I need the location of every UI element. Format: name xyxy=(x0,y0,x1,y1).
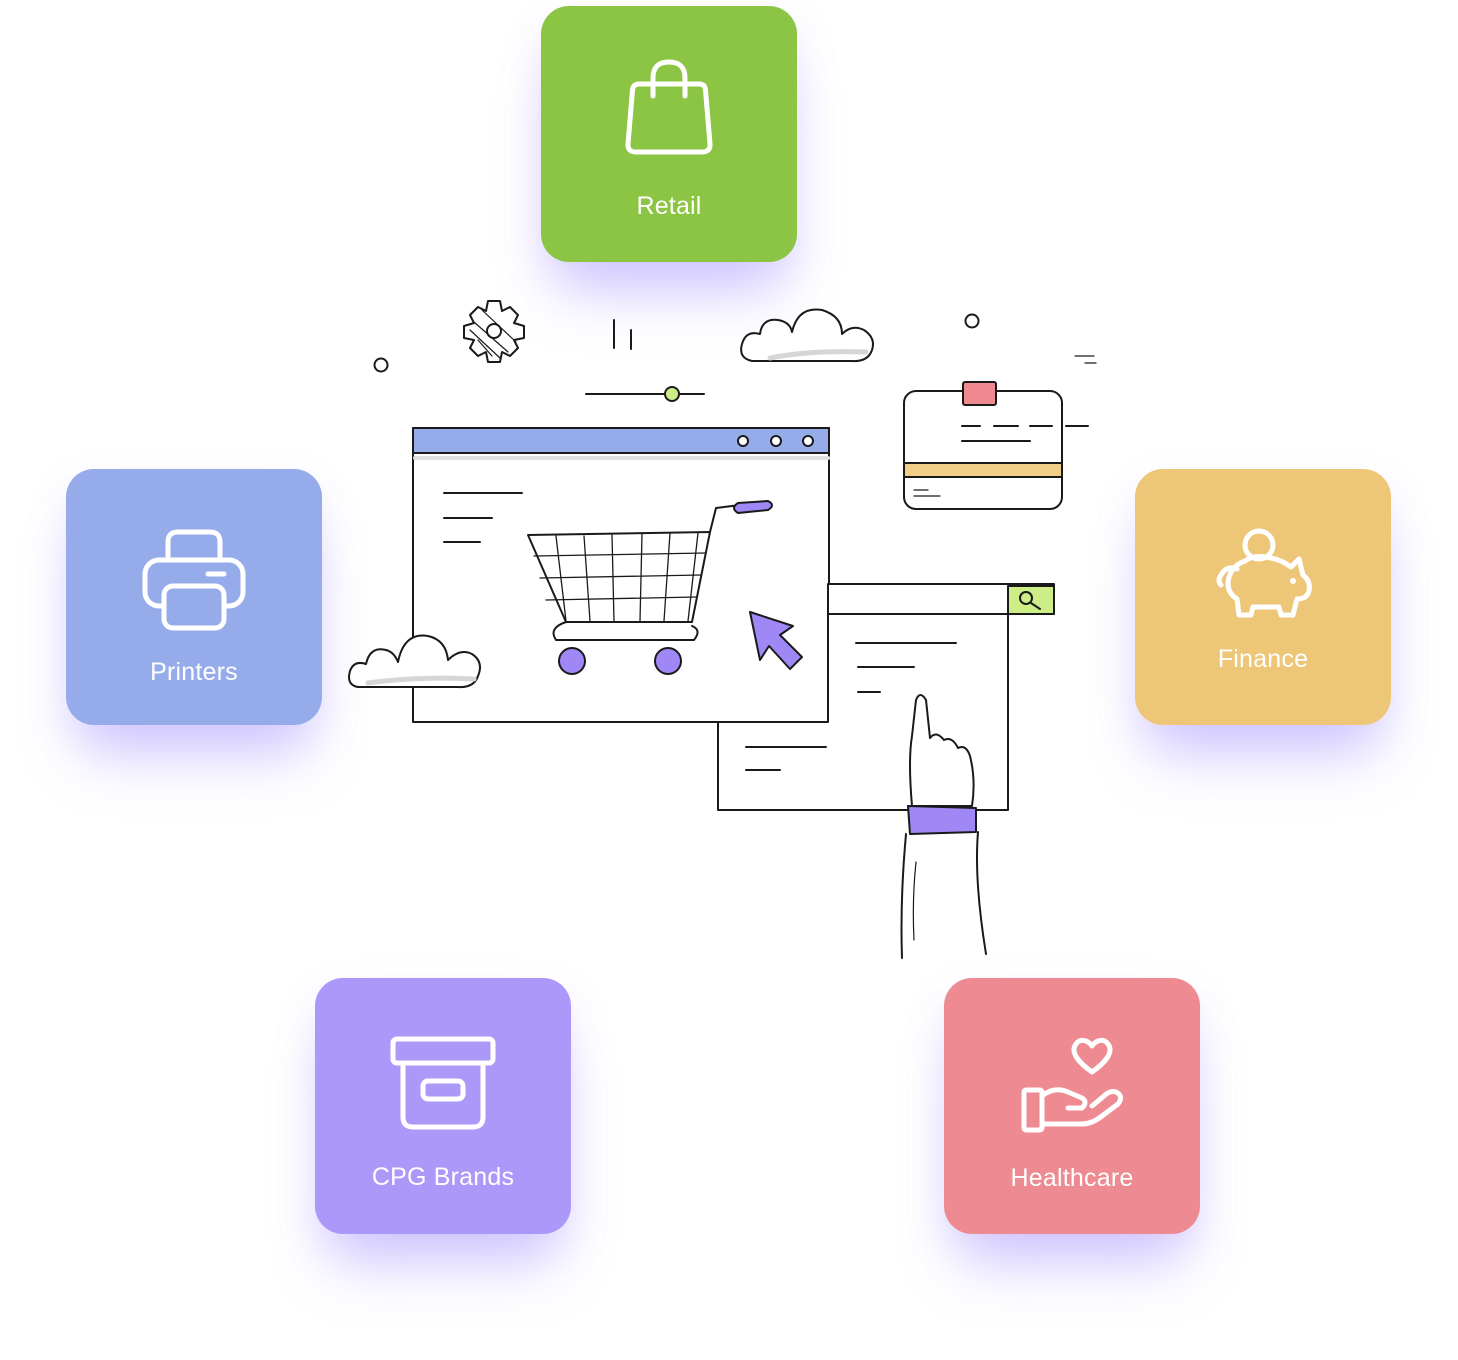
printer-icon xyxy=(142,529,246,630)
credit-card-doodle xyxy=(903,381,1089,510)
archive-box-icon xyxy=(390,1036,496,1129)
cloud-doodle xyxy=(740,308,874,363)
tile-healthcare[interactable]: Healthcare xyxy=(944,978,1200,1234)
tile-label: CPG Brands xyxy=(371,1162,515,1191)
tile-cpg-brands[interactable]: CPG Brands xyxy=(315,978,571,1234)
cloud-doodle xyxy=(348,634,481,689)
tile-label: Printers xyxy=(150,657,238,686)
pointing-hand-doodle xyxy=(900,694,987,959)
shopping-bag-icon xyxy=(625,58,713,154)
dot xyxy=(373,357,389,373)
tile-label: Finance xyxy=(1217,644,1309,673)
piggy-bank-icon xyxy=(1216,528,1312,617)
cursor-doodle xyxy=(749,611,803,670)
tile-finance[interactable]: Finance xyxy=(1135,469,1391,725)
tile-retail[interactable]: Retail xyxy=(541,6,797,262)
tile-label: Retail xyxy=(636,191,702,220)
gear-icon xyxy=(463,300,525,363)
tile-label: Healthcare xyxy=(1010,1163,1134,1192)
shopping-cart-doodle xyxy=(527,500,773,675)
search-icon xyxy=(1019,591,1033,605)
tile-printers[interactable]: Printers xyxy=(66,469,322,725)
slider-doodle xyxy=(585,386,705,402)
heart-hand-icon xyxy=(1021,1037,1124,1132)
dot xyxy=(964,313,980,329)
shopping-cart-illustration xyxy=(348,300,1097,959)
